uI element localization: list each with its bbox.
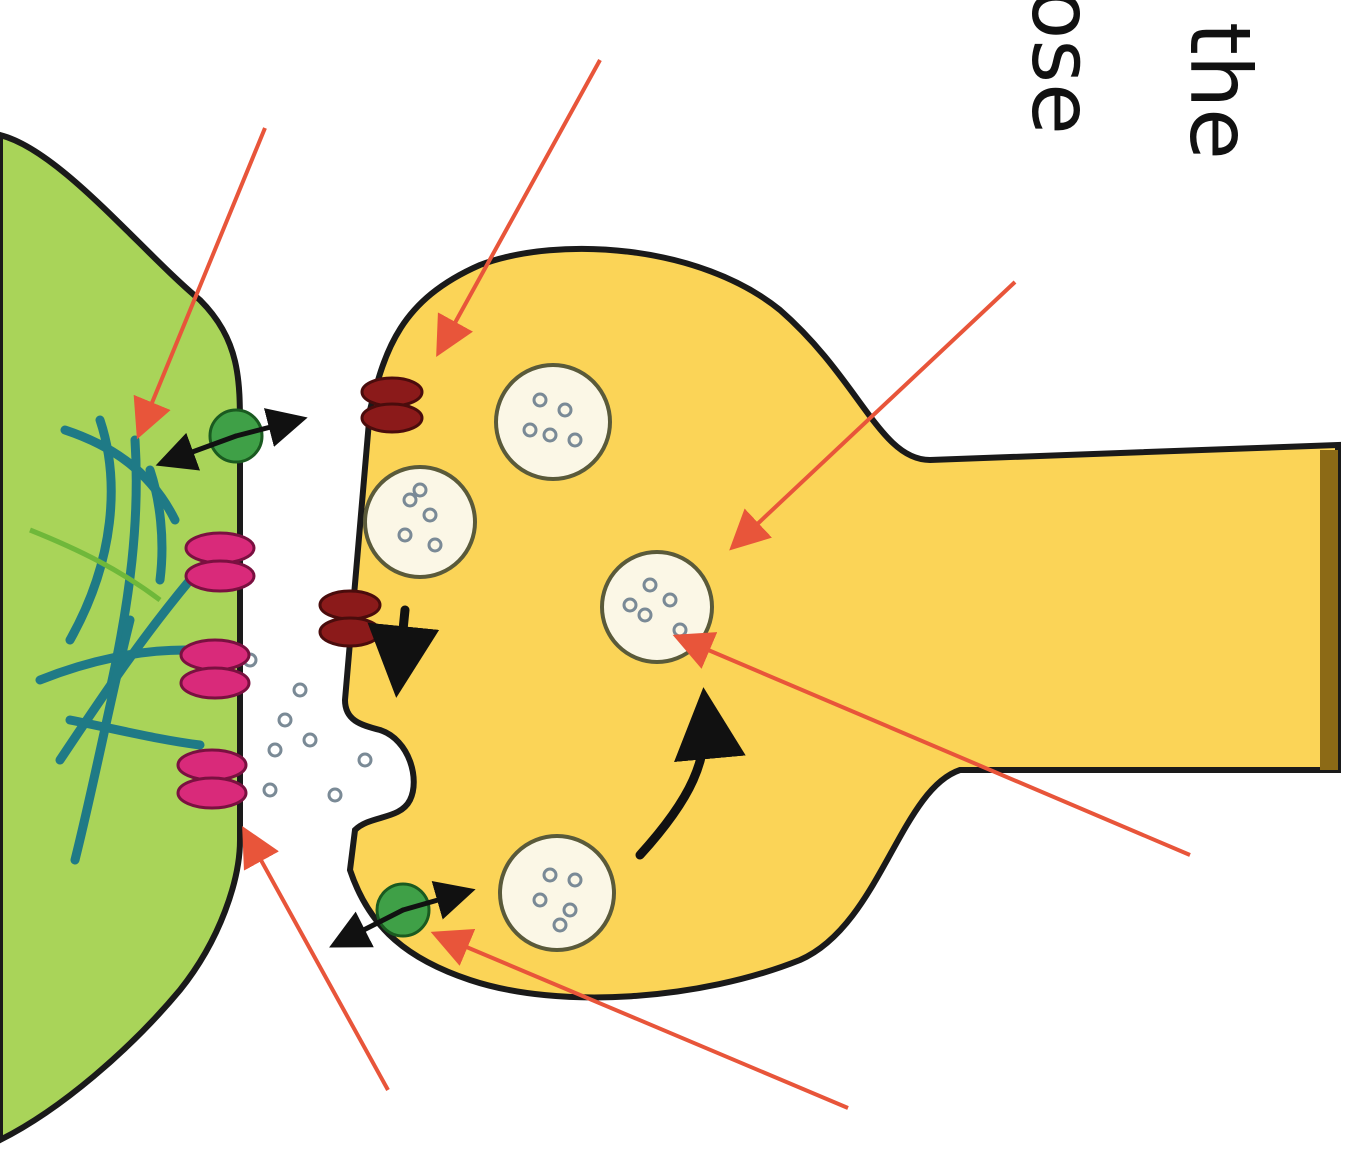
presynaptic-terminal [345,249,1338,998]
rotated-text-ose: ose [1020,0,1104,135]
rotated-text-the: the [1178,22,1262,160]
axon-end [1320,450,1338,770]
